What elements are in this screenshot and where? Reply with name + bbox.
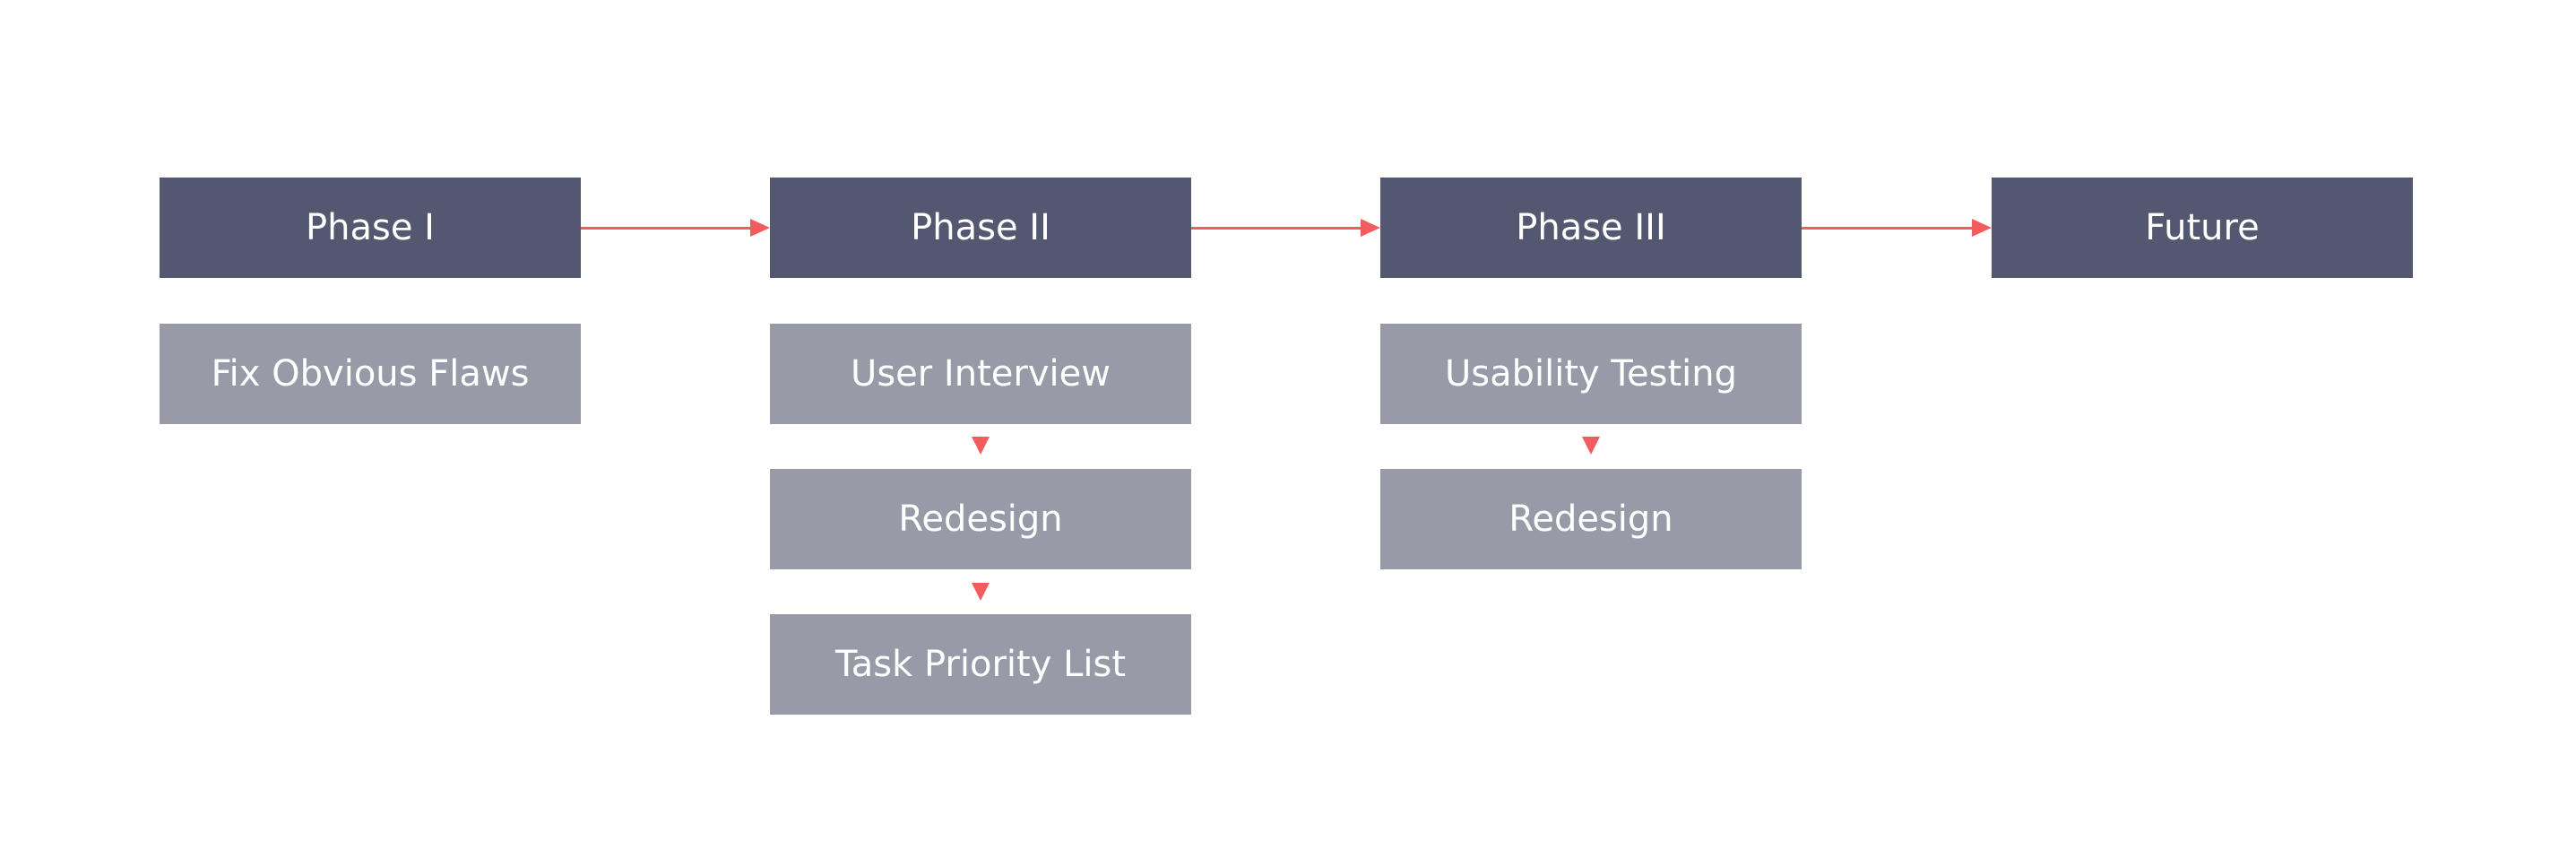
arrow-line <box>1191 226 1361 230</box>
step-label: Redesign <box>898 499 1063 540</box>
down-arrow-icon <box>1582 437 1600 455</box>
down-arrow-icon <box>972 437 990 455</box>
phase-2-box: Phase II <box>770 178 1191 278</box>
down-arrow-icon <box>972 583 990 601</box>
phase-2-label: Phase II <box>911 207 1050 248</box>
step-usability-testing: Usability Testing <box>1380 324 1802 424</box>
arrow-head <box>750 219 770 237</box>
arrow-line <box>1802 226 1972 230</box>
step-task-priority-list: Task Priority List <box>770 614 1191 715</box>
future-box: Future <box>1992 178 2413 278</box>
step-redesign-phase3: Redesign <box>1380 469 1802 569</box>
step-label: Usability Testing <box>1444 353 1738 395</box>
step-label: User Interview <box>851 353 1111 395</box>
step-label: Task Priority List <box>834 644 1127 685</box>
step-redesign-phase2: Redesign <box>770 469 1191 569</box>
step-user-interview: User Interview <box>770 324 1191 424</box>
step-fix-obvious-flaws: Fix Obvious Flaws <box>160 324 581 424</box>
arrow-line <box>581 226 750 230</box>
arrow-head <box>1361 219 1380 237</box>
step-label: Fix Obvious Flaws <box>211 353 530 395</box>
phase-1-label: Phase I <box>306 207 435 248</box>
phase-3-box: Phase III <box>1380 178 1802 278</box>
future-label: Future <box>2145 207 2260 248</box>
phase-1-box: Phase I <box>160 178 581 278</box>
arrow-head <box>1972 219 1992 237</box>
phase-3-label: Phase III <box>1516 207 1666 248</box>
step-label: Redesign <box>1508 499 1673 540</box>
